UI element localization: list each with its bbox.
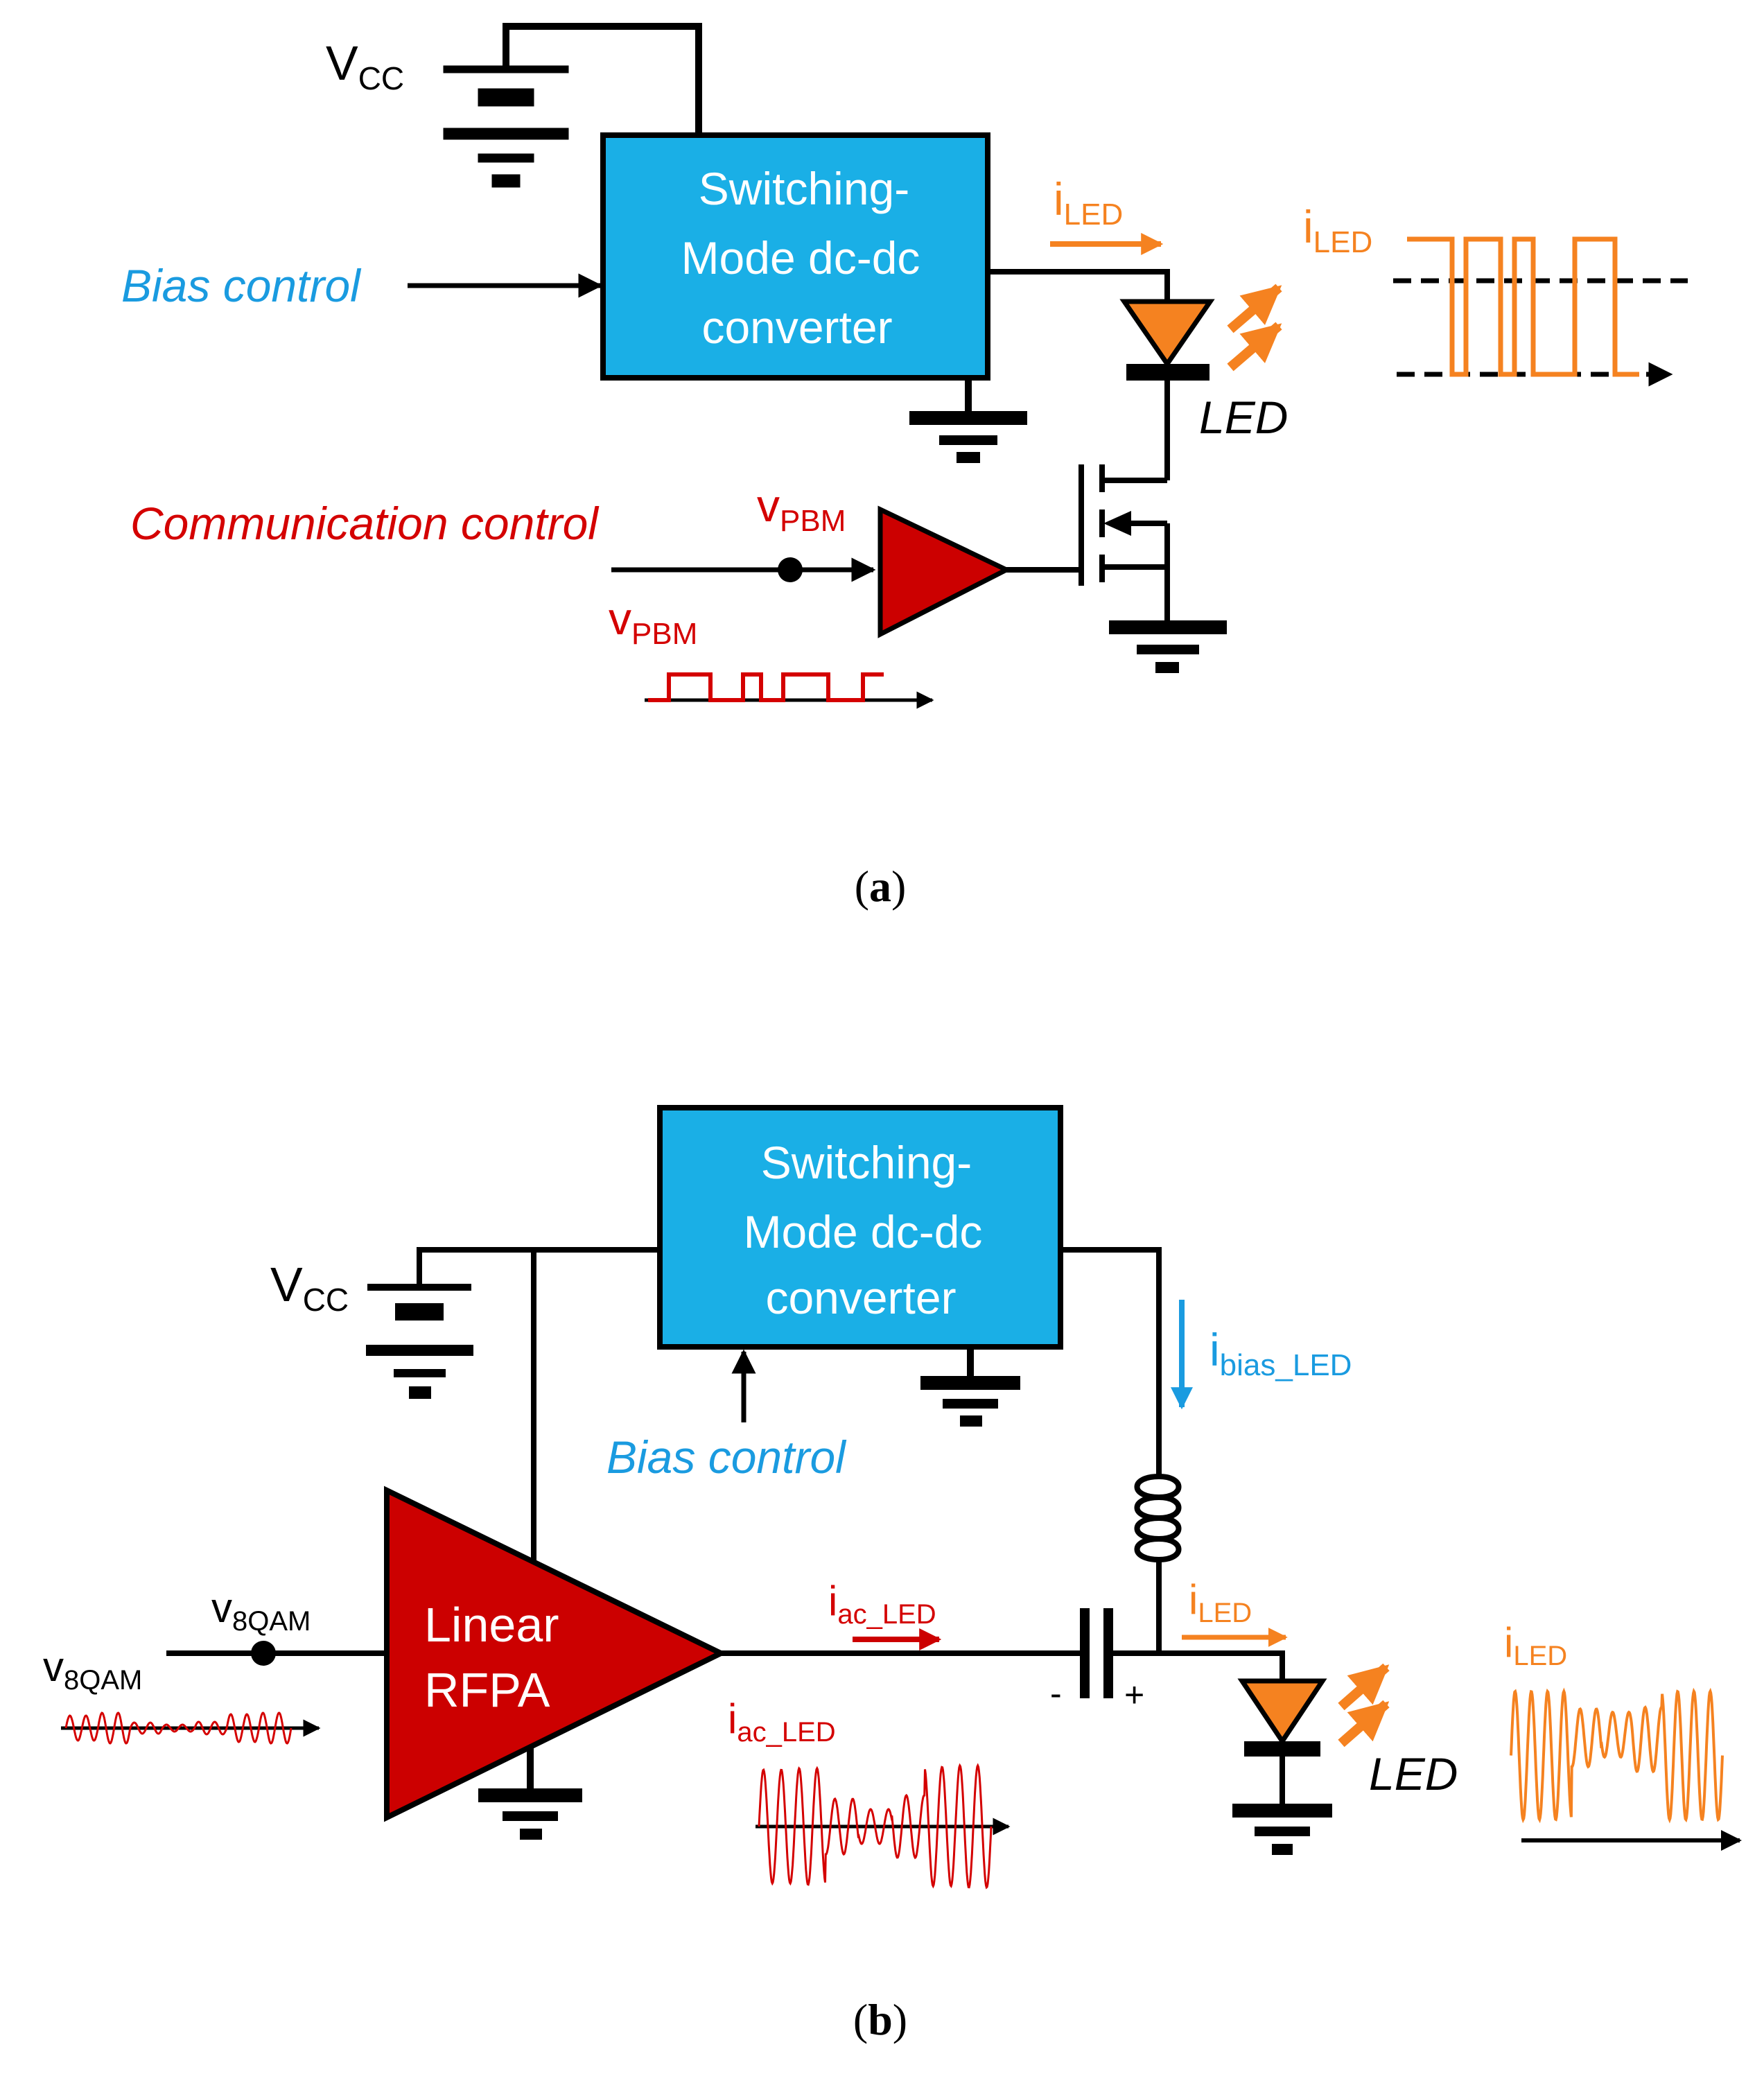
led-label-b: LED <box>1369 1748 1458 1800</box>
converter-label-b-2: Mode dc-dc <box>744 1206 983 1257</box>
vcc-label-b: VCC <box>270 1257 349 1318</box>
converter-output-wire-b <box>1060 1247 1162 1476</box>
i-led-waveform-a <box>1407 236 1639 377</box>
v8qam-waveform-b <box>64 1711 292 1745</box>
ground-converter-a <box>909 378 1027 463</box>
rfpa-label-b-2: RFPA <box>424 1663 550 1717</box>
vpbm-node-a <box>778 557 803 582</box>
converter-label-a-3: converter <box>701 302 892 353</box>
comm-control-label-a: Communication control <box>130 498 600 549</box>
i-led-arrow-label-a: iLED <box>1054 173 1123 232</box>
inductor-b <box>1134 1474 1182 1563</box>
v8qam-node-b <box>251 1641 276 1666</box>
i-ac-waveform-b <box>758 1763 993 1890</box>
capacitor-minus-b: - <box>1050 1674 1062 1713</box>
i-bias-label-b: ibias_LED <box>1210 1324 1352 1382</box>
mosfet-arrow-a <box>1103 511 1131 536</box>
i-ac-wave-label-b: iac_LED <box>728 1696 836 1748</box>
capacitor-plus-b: + <box>1124 1675 1144 1714</box>
mosfet-a <box>1079 464 1170 620</box>
converter-label-b-3: converter <box>765 1272 956 1323</box>
bias-control-label-a: Bias control <box>121 260 362 311</box>
driver-amp-a <box>877 505 1012 638</box>
rfpa-label-b-1: Linear <box>424 1598 559 1652</box>
bias-control-label-b: Bias control <box>606 1431 847 1483</box>
panel-b: Switching- Mode dc-dc converter VCC Bias… <box>43 1105 1742 2044</box>
converter-label-a-2: Mode dc-dc <box>681 232 920 284</box>
i-led-wave-label-a: iLED <box>1303 201 1372 259</box>
capacitor-plate-left-b <box>1080 1608 1090 1698</box>
ground-converter-b <box>920 1347 1020 1427</box>
ground-amp-b <box>478 1747 582 1840</box>
i-led-arrow-label-b: iLED <box>1189 1576 1252 1628</box>
i-led-wave-label-b: iLED <box>1504 1619 1567 1671</box>
capacitor-plate-right-b <box>1103 1608 1113 1698</box>
vcc-battery-b <box>366 1284 473 1399</box>
i-ac-arrow-label-b: iac_LED <box>828 1578 936 1630</box>
vpbm-waveform-a <box>648 672 884 702</box>
led-label-a: LED <box>1199 392 1288 443</box>
caption-b: (b) <box>853 1995 907 2044</box>
cap-to-led-wire-b <box>1113 1650 1285 1681</box>
vcc-label-a: VCC <box>326 36 404 96</box>
converter-label-a-1: Switching- <box>699 163 909 214</box>
vpbm-wave-label-a: vPBM <box>609 593 697 651</box>
converter-label-b-1: Switching- <box>761 1137 972 1188</box>
v8qam-node-label-b: v8QAM <box>211 1585 311 1637</box>
converter-block-a <box>600 132 990 381</box>
vcc-battery-a <box>443 65 569 188</box>
led-ray-b-2 <box>1338 1700 1390 1748</box>
led-ray-a-2 <box>1227 322 1282 372</box>
led-ray-a-1 <box>1227 284 1282 333</box>
output-wire-a <box>988 269 1170 302</box>
converter-block-b <box>657 1105 1063 1350</box>
led-ray-b-1 <box>1338 1663 1390 1711</box>
led-bar-b <box>1244 1741 1320 1757</box>
ground-led-b <box>1232 1804 1332 1855</box>
led-bar-a <box>1126 364 1210 381</box>
caption-a: (a) <box>855 862 907 911</box>
i-led-waveform-b <box>1510 1687 1724 1824</box>
led-a <box>1119 299 1215 369</box>
vcc-wire-a <box>503 23 702 135</box>
ground-mosfet-a <box>1109 620 1227 673</box>
v8qam-wave-label-b: v8QAM <box>43 1644 142 1696</box>
vcc-wire-b <box>417 1247 660 1284</box>
led-b <box>1237 1678 1327 1746</box>
vpbm-node-label-a: vPBM <box>757 480 846 538</box>
panel-a: VCC Switching- Mode dc-dc converter Bias… <box>121 23 1688 911</box>
linear-rfpa-b <box>384 1485 728 1822</box>
